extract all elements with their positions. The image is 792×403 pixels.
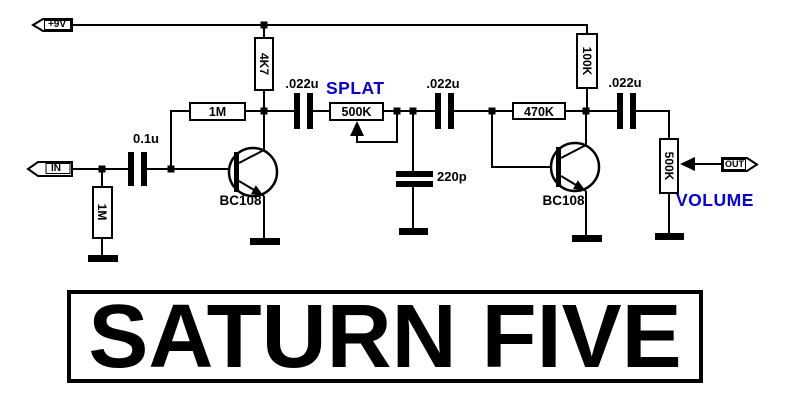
resistor-bodies — [92, 33, 679, 239]
cap-coupling2-label: .022u — [426, 76, 460, 91]
junction-dot — [582, 107, 590, 115]
input-tag-label: IN — [51, 163, 61, 174]
ground-icon — [250, 238, 280, 245]
transistor-q1 — [227, 146, 279, 198]
transistor-collector-lead — [238, 149, 265, 164]
cap-output-plate — [617, 93, 623, 129]
junction-dot — [167, 165, 175, 173]
cap-220p-plate — [396, 171, 433, 177]
output-tag-label: OUT — [725, 159, 744, 169]
cap-output-label: .022u — [608, 75, 642, 90]
cap-coupling1-plate — [294, 93, 300, 129]
transistor-circle — [549, 141, 601, 193]
cap-220p-plate — [396, 181, 433, 187]
resistor-470k-body — [512, 102, 566, 120]
cap-input-plate — [141, 152, 147, 186]
resistor-1m-feedback-label: 1M — [208, 105, 227, 119]
junction-dot — [260, 107, 268, 115]
pot-volume-body — [659, 138, 679, 194]
resistor-100k-label: 100K — [580, 46, 594, 76]
ground-icon — [399, 228, 428, 235]
transistor-collector-lead — [560, 144, 587, 159]
title-box: SATURN FIVE — [67, 290, 703, 383]
transistor-circle — [227, 146, 279, 198]
resistor-4k7-body — [254, 37, 274, 91]
cap-coupling2-plate — [448, 93, 454, 129]
wire-power-rail — [72, 24, 588, 34]
transistor-base-bar — [234, 152, 239, 192]
transistor-q1-label: BC108 — [219, 193, 262, 208]
ground-icon — [88, 255, 118, 262]
output-tag-outline — [721, 157, 759, 172]
splat-wiper-arrow-icon — [350, 121, 364, 136]
cap-input-plate — [128, 152, 134, 186]
junctions — [98, 21, 590, 173]
transistor-q2 — [549, 141, 601, 193]
power-tag-label: +9V — [47, 19, 67, 30]
cap-input-label: 0.1u — [132, 131, 159, 146]
net-tags — [26, 18, 759, 177]
resistor-1m-shunt-label: 1M — [95, 203, 109, 221]
cap-coupling1-plate — [307, 93, 313, 129]
junction-dot — [98, 165, 106, 173]
cap-coupling2-plate — [435, 93, 441, 129]
pot-splat-body — [329, 102, 384, 121]
wire-splat-wiper — [356, 111, 398, 143]
pot-splat-value-label: 500K — [341, 105, 372, 119]
volume-wiper-arrow-icon — [680, 157, 695, 171]
wire-cap3-to-volume — [636, 110, 670, 139]
grounds — [88, 228, 684, 262]
transistor-base-bar — [556, 147, 561, 187]
resistor-470k-label: 470K — [524, 105, 554, 119]
junction-dot — [393, 107, 401, 115]
input-tag-inner — [45, 163, 71, 174]
junction-dot — [260, 21, 268, 29]
junction-dot — [409, 107, 417, 115]
ground-icon — [655, 233, 684, 240]
power-tag-outline — [31, 18, 73, 32]
page-title: SATURN FIVE — [88, 286, 682, 387]
ground-icon — [572, 235, 602, 242]
resistor-1m-feedback-body — [189, 102, 246, 121]
wire-q2-base — [491, 111, 556, 168]
power-tag-inner — [44, 20, 71, 30]
junction-dot — [488, 107, 496, 115]
cap-220p-label: 220p — [437, 169, 467, 184]
pot-volume-value-label: 500K — [662, 151, 676, 181]
cap-output-plate — [630, 93, 636, 129]
capacitors — [128, 93, 636, 187]
resistor-1m-shunt-body — [92, 186, 113, 239]
resistor-100k-body — [576, 33, 598, 89]
splat-pot-name: SPLAT — [326, 78, 385, 98]
wire-feedback1-left — [170, 110, 190, 169]
transistor-q2-label: BC108 — [542, 193, 585, 208]
output-tag-inner — [723, 159, 746, 170]
resistor-4k7-label: 4K7 — [257, 52, 271, 75]
npn-emitter-arrow-icon — [251, 185, 263, 195]
npn-emitter-arrow-icon — [573, 180, 585, 190]
input-tag-outline — [26, 161, 73, 177]
cap-coupling1-label: .022u — [285, 76, 319, 91]
volume-pot-name: VOLUME — [676, 190, 754, 210]
wires — [72, 24, 722, 255]
